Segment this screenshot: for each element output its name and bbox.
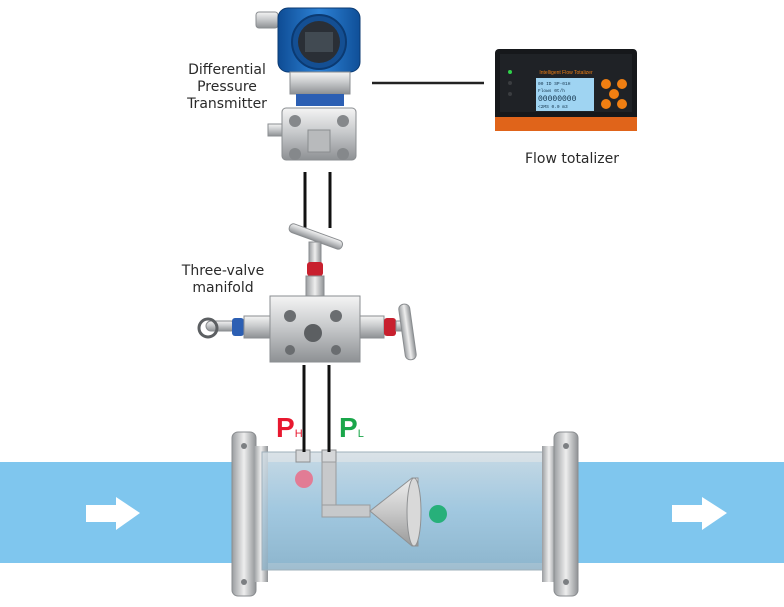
transmitter-label: Differential Pressure Transmitter xyxy=(176,62,278,113)
totalizer-header: Intelligent Flow Totalizer xyxy=(539,70,593,76)
differential-pressure-transmitter xyxy=(255,7,361,161)
three-valve-manifold xyxy=(197,223,417,363)
manifold-label: Three-valve manifold xyxy=(176,263,270,297)
manifold-label-line2: manifold xyxy=(192,280,254,296)
low-pressure-letter: P xyxy=(339,412,358,443)
low-pressure-marker xyxy=(429,505,447,523)
totalizer-line1: 00 ID SP-01H xyxy=(538,81,571,87)
totalizer-line2: Flows 0t/h xyxy=(538,88,565,94)
transmitter-label-line1: Differential xyxy=(188,62,266,78)
totalizer-line4: <2MS 0.0 m3 xyxy=(538,104,568,110)
totalizer-label: Flow totalizer xyxy=(524,151,620,167)
transmitter-label-line2: Pressure xyxy=(197,79,257,95)
high-pressure-letter: P xyxy=(276,412,295,443)
cone-flowmeter xyxy=(231,431,579,597)
totalizer-line3: 00000000 xyxy=(538,95,577,104)
flow-totalizer xyxy=(495,49,637,131)
low-pressure-sub: L xyxy=(357,428,364,440)
low-pressure-label: PL xyxy=(339,414,364,442)
high-pressure-label: PH xyxy=(276,414,303,442)
flow-arrow-left-icon xyxy=(86,497,140,530)
flow-arrow-right-icon xyxy=(672,497,727,530)
manifold-label-line1: Three-valve xyxy=(181,263,265,279)
high-pressure-marker xyxy=(295,470,313,488)
high-pressure-sub: H xyxy=(294,428,303,440)
transmitter-label-line3: Transmitter xyxy=(187,96,267,112)
